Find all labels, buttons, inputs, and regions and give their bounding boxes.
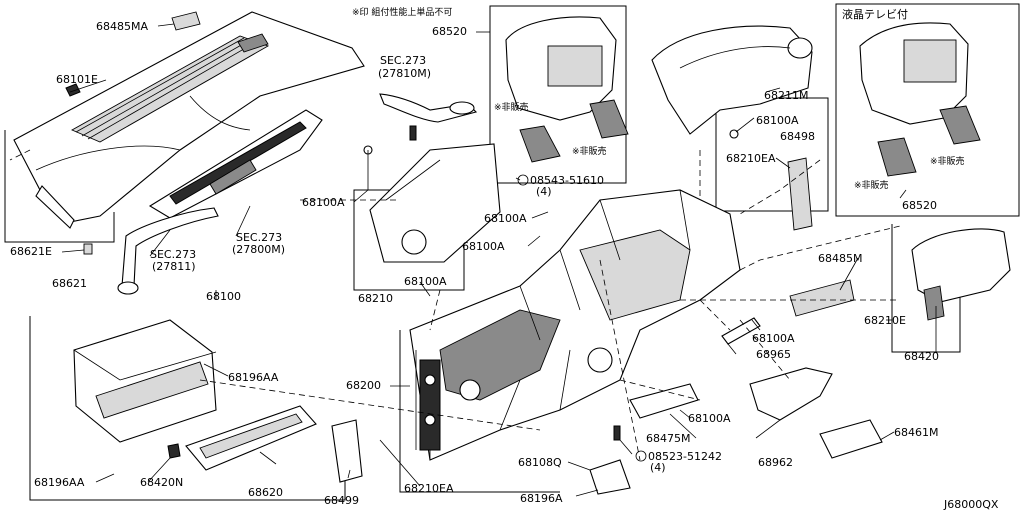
part-68420N [167, 443, 181, 459]
callout-sec273-27811-code: (27811) [152, 260, 196, 273]
callout-68100A-mid2: 68100A [462, 240, 505, 253]
callout-08543-51610-qty: (4) [536, 185, 552, 198]
leader-dashed [739, 225, 901, 271]
header-note: ※印 組付性能上単品不可 [352, 6, 452, 18]
callout-68965: 68965 [756, 348, 791, 361]
part-68101E [65, 83, 81, 97]
lcd-tv-option-frame [835, 3, 1020, 217]
part-68485MA [171, 11, 201, 31]
callout-68200: 68200 [346, 379, 381, 392]
leader-dashed [699, 299, 731, 331]
callout-nonsale-1: ※非販売 [494, 101, 529, 113]
duct-27811 [117, 207, 219, 295]
callout-68100A-mid3: 68100A [404, 275, 447, 288]
callout-68475M: 68475M [646, 432, 690, 445]
part-68475M [629, 383, 699, 419]
leader-dashed [739, 159, 821, 215]
callout-68210E: 68210E [864, 314, 906, 327]
part-68499 [331, 419, 363, 483]
duct-27800M [148, 109, 323, 219]
callout-68211M: 68211M [764, 89, 808, 102]
finisher-68620 [185, 405, 317, 471]
duct-27810M [379, 93, 478, 123]
part-68461M [819, 419, 883, 459]
screw-08523-51242 [613, 425, 621, 441]
part-68420-bracket [891, 224, 961, 353]
instrument-panel-upper-68100 [9, 11, 365, 229]
callout-68100A-top: 68100A [756, 114, 799, 127]
callout-68620: 68620 [248, 486, 283, 499]
callout-nonsale-2: ※非販売 [572, 145, 607, 157]
part-68485M [789, 279, 855, 317]
callout-68100A-low: 68100A [688, 412, 731, 425]
callout-leaders [61, 23, 937, 497]
leader-dashed [739, 319, 791, 381]
callout-68621: 68621 [52, 277, 87, 290]
callout-68210: 68210 [358, 292, 393, 305]
callout-68461M: 68461M [894, 426, 938, 439]
callout-68108Q: 68108Q [518, 456, 562, 469]
callout-68499: 68499 [324, 494, 359, 507]
callout-08543-51610: 08543-51610 [530, 174, 604, 187]
callout-68485MA: 68485MA [96, 20, 148, 33]
callout-68210EA-top: 68210EA [726, 152, 776, 165]
part-68100-bracket [4, 130, 115, 243]
callout-68621E: 68621E [10, 245, 52, 258]
callout-nonsale-4: ※非販売 [930, 155, 965, 167]
callout-08523-51242-qty: (4) [650, 461, 666, 474]
callout-sec273-27811: SEC.273 [150, 248, 196, 261]
screw-08543-51610 [409, 125, 417, 141]
callout-68520-top: 68520 [432, 25, 467, 38]
screw-symbol-icon [517, 174, 529, 186]
panel-68210 [369, 143, 501, 263]
callout-68100A-left: 68100A [302, 196, 345, 209]
callout-68100A-right: 68100A [752, 332, 795, 345]
bracket-68108Q [589, 459, 631, 495]
callout-sec273-27800M: SEC.273 [236, 231, 282, 244]
callout-68101E: 68101E [56, 73, 98, 86]
center-bezel-68520-lcd [859, 22, 981, 177]
callout-68100: 68100 [206, 290, 241, 303]
glove-box-68621 [73, 319, 217, 443]
callout-68498: 68498 [780, 130, 815, 143]
callout-08523-51242: 08523-51242 [648, 450, 722, 463]
leader-dashed [599, 259, 641, 461]
cluster-lid-68211M [651, 25, 813, 135]
callout-sec273-27810M-code: (27810M) [378, 67, 431, 80]
screw-symbol-icon [635, 450, 647, 462]
callout-68962: 68962 [758, 456, 793, 469]
leader-dashed [429, 289, 441, 331]
part-68498 [787, 157, 813, 231]
part-68962 [749, 367, 833, 421]
leader-dashed [619, 379, 701, 401]
callout-68196AA-bottom: 68196AA [34, 476, 85, 489]
callout-68420: 68420 [904, 350, 939, 363]
center-bezel-68520 [505, 16, 629, 163]
callout-68210EA-bottom: 68210EA [404, 482, 454, 495]
callout-68485M: 68485M [818, 252, 862, 265]
callout-sec273-27810M: SEC.273 [380, 54, 426, 67]
part-68520-frame [489, 5, 627, 184]
callout-sec273-27800M-code: (27800M) [232, 243, 285, 256]
cluster-68420 [911, 228, 1011, 321]
lcd-tv-box-title: 液晶テレビ付 [842, 7, 908, 21]
callout-nonsale-3: ※非販売 [854, 179, 889, 191]
callout-68100A-mid1: 68100A [484, 212, 527, 225]
callout-68196AA-top: 68196AA [228, 371, 279, 384]
part-68200-bracket [399, 330, 560, 493]
callout-68196A: 68196A [520, 492, 563, 505]
callout-68420N: 68420N [140, 476, 183, 489]
callout-68520-box: 68520 [902, 199, 937, 212]
main-member-68200 [409, 189, 741, 461]
diagram-code: J68000QX [943, 498, 999, 511]
leader-dashed [199, 379, 541, 431]
clip-68621E [83, 243, 93, 255]
